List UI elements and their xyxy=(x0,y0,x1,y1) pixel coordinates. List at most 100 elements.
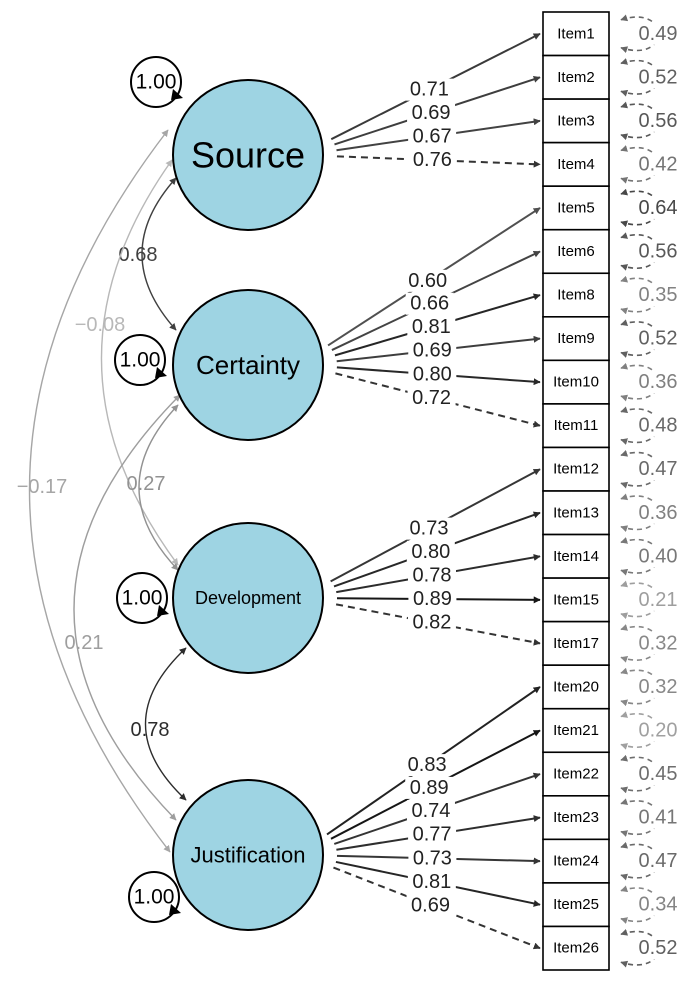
residual-label: 0.32 xyxy=(639,632,678,654)
loading-label-bg xyxy=(405,517,454,540)
factor-variance-label: 1.00 xyxy=(120,349,161,372)
residual-label: 0.45 xyxy=(639,763,678,785)
residual-label: 0.34 xyxy=(639,894,678,916)
item-box xyxy=(542,272,610,318)
loading-label: 0.69 xyxy=(412,102,451,124)
factor-variance-loop xyxy=(130,56,182,108)
residual-label-bg xyxy=(635,545,681,568)
loading-label: 0.82 xyxy=(412,612,451,634)
loading-label: 0.83 xyxy=(408,754,447,776)
item-label: Item2 xyxy=(557,69,595,86)
item-box xyxy=(542,446,610,492)
covariance-label: 0.27 xyxy=(127,473,166,495)
factor-label: Certainty xyxy=(196,350,300,380)
covariance-label: 0.68 xyxy=(119,244,158,266)
factor-label: Development xyxy=(195,588,301,608)
loading-label-bg xyxy=(406,894,455,917)
loading-label: 0.67 xyxy=(413,125,452,147)
factor-certainty xyxy=(172,289,324,441)
variance-arrowhead xyxy=(169,904,181,915)
residual-label-bg xyxy=(635,109,681,132)
residual-label: 0.32 xyxy=(639,676,678,698)
factor-label: Source xyxy=(191,135,305,176)
variance-arrowhead xyxy=(157,605,169,616)
residual-label: 0.20 xyxy=(639,720,678,742)
loading-arrow-item17 xyxy=(335,603,541,646)
residual-label-bg xyxy=(635,675,681,698)
loading-label-bg xyxy=(407,386,456,409)
residual-label-bg xyxy=(635,763,681,786)
item-label: Item20 xyxy=(553,678,599,695)
loading-label-bg xyxy=(406,540,455,563)
factor-variance-label: 1.00 xyxy=(122,587,163,610)
factor-variance-loop xyxy=(114,334,166,386)
item-label: Item4 xyxy=(557,156,595,173)
loading-label-bg xyxy=(408,847,457,870)
item-label: Item10 xyxy=(553,374,599,391)
item-box xyxy=(542,795,610,841)
loading-label: 0.73 xyxy=(410,518,449,540)
residual-label: 0.36 xyxy=(639,371,678,393)
item-label: Item3 xyxy=(557,112,595,129)
loading-label-bg xyxy=(407,316,456,339)
residual-label: 0.64 xyxy=(639,197,678,219)
residual-label-bg xyxy=(635,153,681,176)
factor-label: Justification xyxy=(191,843,306,868)
variance-arrowhead xyxy=(171,89,183,100)
residual-label-bg xyxy=(635,22,681,45)
loading-label: 0.89 xyxy=(410,777,449,799)
item-box xyxy=(542,664,610,710)
item-label: Item23 xyxy=(553,809,599,826)
residual-label: 0.52 xyxy=(639,328,678,350)
residual-label: 0.48 xyxy=(639,415,678,437)
loading-label-bg xyxy=(405,292,454,315)
item-box xyxy=(542,316,610,362)
covariance-label: −0.08 xyxy=(75,314,126,336)
item-label: Item26 xyxy=(553,940,599,957)
residual-label-bg xyxy=(635,66,681,89)
residual-label: 0.52 xyxy=(639,937,678,959)
loading-label-bg xyxy=(407,871,456,894)
loading-label: 0.76 xyxy=(413,149,452,171)
residual-label-bg xyxy=(635,414,681,437)
item-label: Item12 xyxy=(553,461,599,478)
covariance-label: 0.78 xyxy=(131,719,170,741)
residual-label-bg xyxy=(635,327,681,350)
loading-label-bg xyxy=(407,101,456,124)
residual-label-bg xyxy=(635,371,681,394)
residual-label-bg xyxy=(635,284,681,307)
loading-label: 0.78 xyxy=(413,564,452,586)
item-label: Item22 xyxy=(553,766,599,783)
loading-label-bg xyxy=(403,754,452,777)
item-box xyxy=(542,838,610,884)
residual-label: 0.42 xyxy=(639,153,678,175)
residual-label-bg xyxy=(635,893,681,916)
loading-label: 0.74 xyxy=(411,800,450,822)
residual-label: 0.41 xyxy=(639,807,678,829)
residual-label-bg xyxy=(635,632,681,655)
item-box xyxy=(542,11,610,57)
loading-label: 0.71 xyxy=(410,79,449,101)
factor-variance-label: 1.00 xyxy=(136,71,177,94)
item-label: Item25 xyxy=(553,896,599,913)
residual-label-bg xyxy=(635,240,681,263)
loading-label: 0.69 xyxy=(413,340,452,362)
covariance-label: 0.21 xyxy=(65,632,104,654)
factor-variance-label: 1.00 xyxy=(134,886,175,909)
covariance-arc-source-justification xyxy=(28,129,171,853)
loading-label-bg xyxy=(405,78,454,101)
loading-label-bg xyxy=(408,339,457,362)
residual-label: 0.56 xyxy=(639,110,678,132)
loading-label-bg xyxy=(408,149,457,172)
loading-label: 0.81 xyxy=(412,316,451,338)
loading-label-bg xyxy=(405,776,454,799)
residual-label: 0.40 xyxy=(639,545,678,567)
item-label: Item6 xyxy=(557,243,595,260)
covariance-arc-certainty-development xyxy=(138,404,179,571)
variance-arrowhead xyxy=(155,367,167,378)
residual-label: 0.47 xyxy=(639,458,678,480)
factor-source xyxy=(172,79,324,231)
item-box xyxy=(542,925,610,971)
loading-label: 0.89 xyxy=(413,588,452,610)
